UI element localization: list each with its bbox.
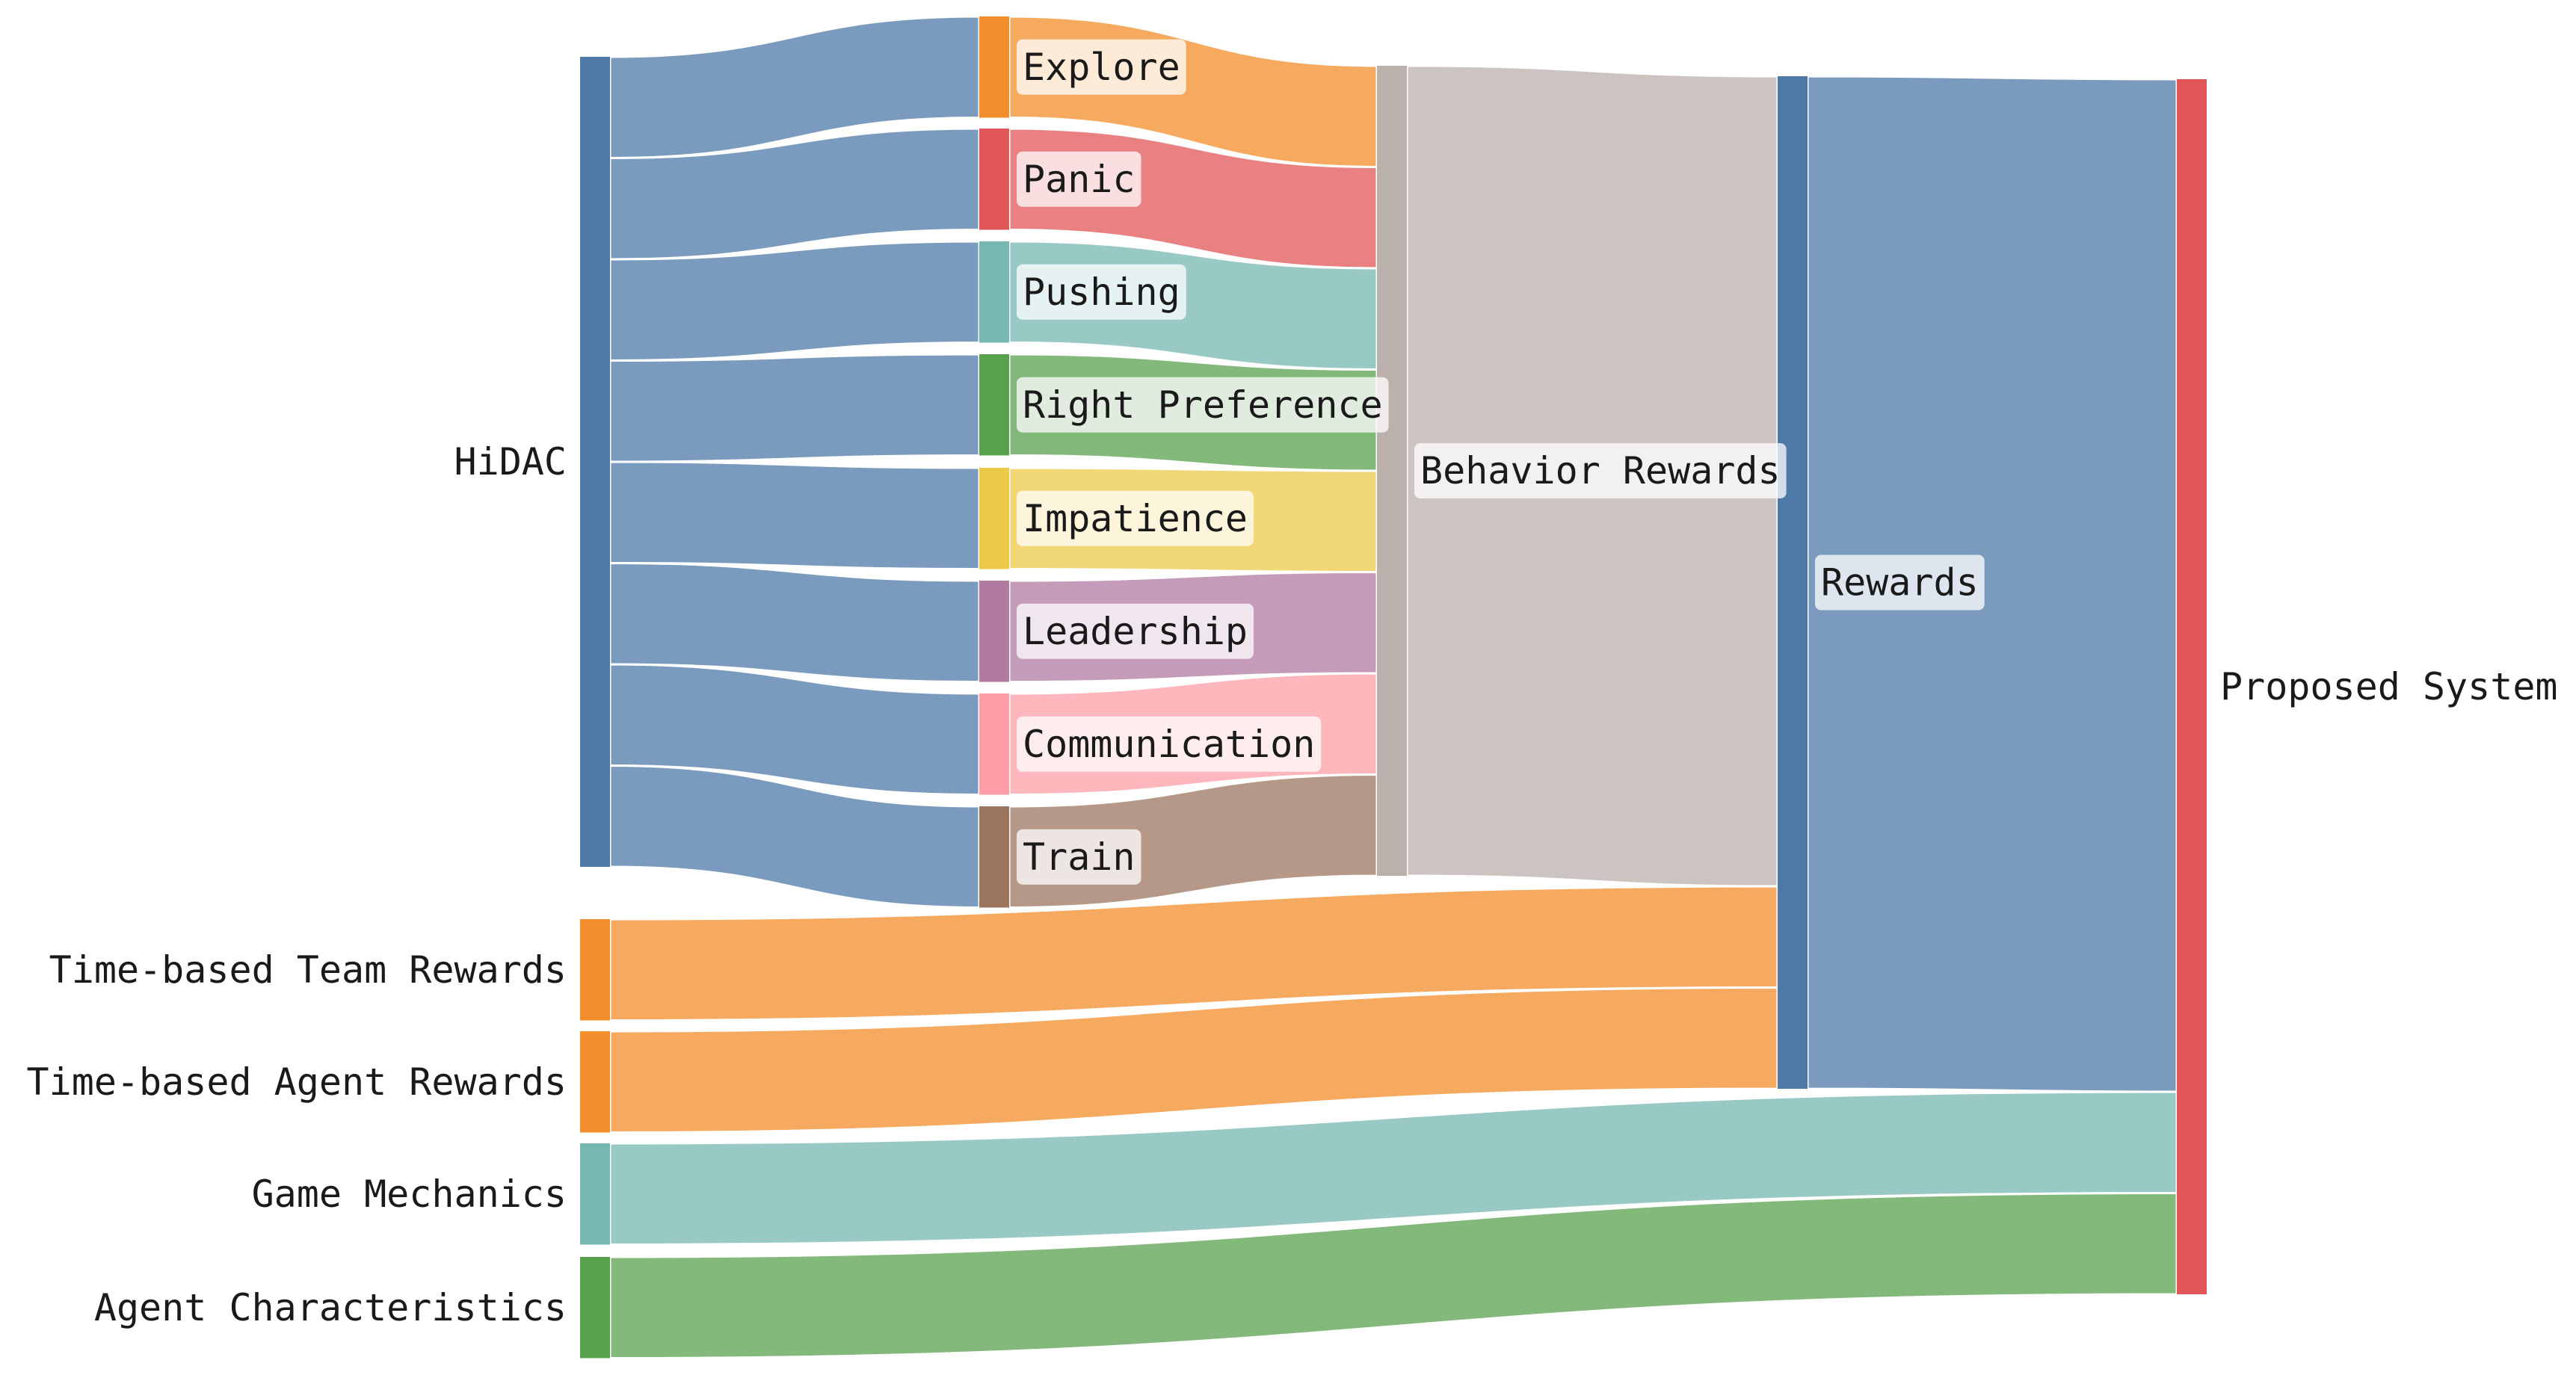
label-box-communication xyxy=(1017,716,1322,772)
node-communication xyxy=(979,693,1009,795)
label-box-train xyxy=(1017,829,1141,885)
node-explore xyxy=(979,16,1009,118)
node-panic xyxy=(979,129,1009,230)
label-game-mechanics: Game Mechanics xyxy=(252,1172,567,1216)
link-hidac-to-leadership xyxy=(608,561,981,684)
label-behavior-rewards: Behavior Rewards xyxy=(1420,449,1781,492)
label-box-leadership xyxy=(1017,603,1254,659)
node-rewards xyxy=(1778,76,1808,1089)
label-right-preference: Right Preference xyxy=(1023,383,1383,427)
label-proposed-system: Proposed System xyxy=(2220,665,2558,708)
label-time-based-agent-rewards: Time-based Agent Rewards xyxy=(27,1060,567,1104)
node-proposed-system xyxy=(2177,79,2207,1294)
node-behavior-rewards xyxy=(1377,66,1407,876)
link-hidac-to-impatience xyxy=(608,460,981,571)
label-agent-characteristics: Agent Characteristics xyxy=(94,1286,567,1329)
label-box-pushing xyxy=(1017,264,1186,320)
label-train: Train xyxy=(1023,835,1136,879)
node-leadership xyxy=(979,581,1009,682)
label-box-right-preference xyxy=(1017,377,1389,433)
label-box-impatience xyxy=(1017,490,1254,546)
label-box-behavior-rewards xyxy=(1414,443,1787,498)
label-pushing: Pushing xyxy=(1023,271,1180,314)
label-box-explore xyxy=(1017,39,1186,95)
node-time-based-agent-rewards xyxy=(580,1031,610,1133)
label-box-rewards xyxy=(1815,554,1985,611)
nodes-layer xyxy=(580,16,2207,1359)
node-pushing xyxy=(979,241,1009,343)
node-time-based-team-rewards xyxy=(580,919,610,1021)
label-leadership: Leadership xyxy=(1023,610,1248,653)
label-communication: Communication xyxy=(1023,723,1315,766)
link-hidac-to-right-preference xyxy=(608,353,981,463)
label-hidac: HiDAC xyxy=(454,440,567,483)
label-impatience: Impatience xyxy=(1023,497,1248,540)
node-hidac xyxy=(580,57,610,867)
label-time-based-team-rewards: Time-based Team Rewards xyxy=(49,948,567,992)
label-explore: Explore xyxy=(1023,46,1180,89)
label-panic: Panic xyxy=(1023,158,1136,201)
link-hidac-to-pushing xyxy=(608,240,981,362)
node-right-preference xyxy=(979,354,1009,456)
node-game-mechanics xyxy=(580,1143,610,1245)
label-box-panic xyxy=(1017,151,1141,207)
label-rewards: Rewards xyxy=(1821,561,1979,605)
node-train xyxy=(979,806,1009,908)
node-agent-characteristics xyxy=(580,1257,610,1359)
node-impatience xyxy=(979,468,1009,569)
